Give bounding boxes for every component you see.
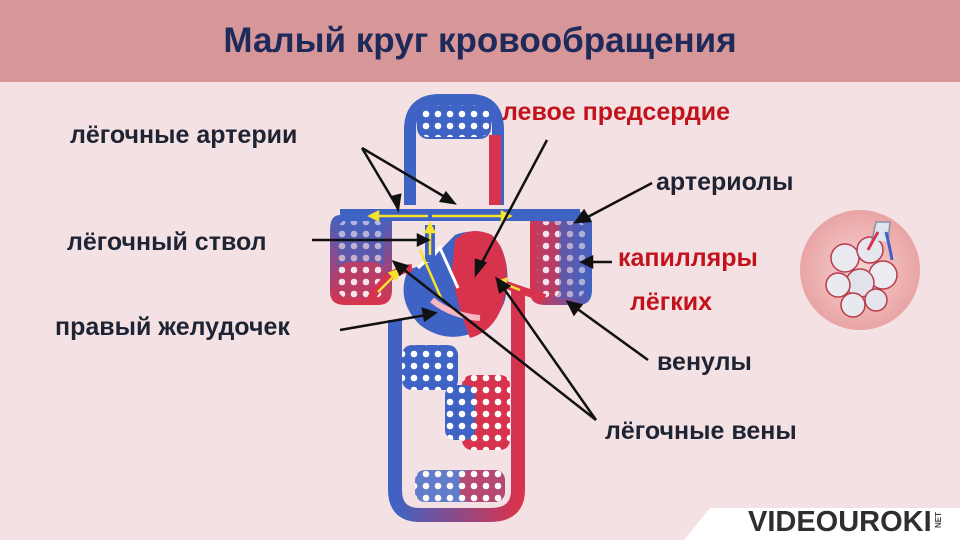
label-venules: венулы bbox=[657, 348, 752, 376]
upper-capillary-loop bbox=[404, 94, 504, 205]
heart bbox=[403, 231, 508, 338]
videouroki-logo: VIDEOUROKI bbox=[748, 506, 932, 538]
systemic-loop bbox=[388, 290, 525, 522]
label-right-ventricle: правый желудочек bbox=[55, 313, 290, 341]
label-capillaries-line1: капилляры bbox=[618, 244, 758, 272]
right-lung-capillaries bbox=[530, 212, 592, 305]
label-pulmonary-arteries: лёгочные артерии bbox=[70, 121, 298, 149]
left-pulmonary-vein-vessel bbox=[366, 264, 413, 303]
alveolus-inset bbox=[800, 210, 920, 330]
label-pulmonary-veins: лёгочные вены bbox=[605, 417, 797, 445]
slide-header: Малый круг кровообращения bbox=[0, 0, 960, 82]
logo-background bbox=[684, 508, 960, 540]
label-pulmonary-trunk: лёгочный ствол bbox=[67, 228, 267, 256]
logo-suffix: NET bbox=[934, 512, 943, 528]
label-arterioles: артериолы bbox=[656, 168, 794, 196]
left-lung-capillaries bbox=[330, 212, 392, 305]
label-left-atrium: левое предсердие bbox=[502, 98, 731, 126]
pointer-lines bbox=[312, 139, 653, 421]
slide-title: Малый круг кровообращения bbox=[223, 21, 737, 60]
flow-arrows bbox=[367, 209, 521, 301]
label-capillaries-line2: лёгких bbox=[630, 288, 712, 316]
